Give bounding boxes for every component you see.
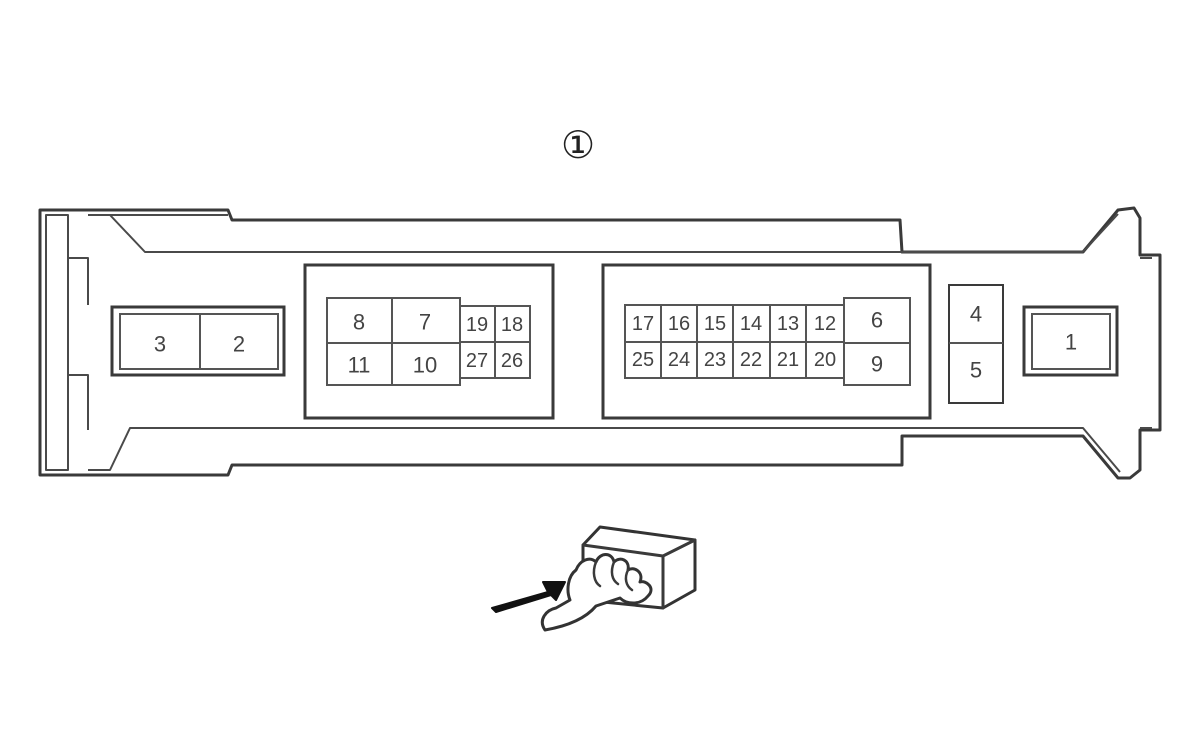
pin-22: 22 <box>740 349 762 371</box>
pin-20: 20 <box>814 349 836 371</box>
housing-left-rail <box>68 257 89 430</box>
connector-housing <box>38 206 1162 480</box>
pin-16: 16 <box>668 313 690 335</box>
pin-10: 10 <box>413 353 437 378</box>
pin-7: 7 <box>419 310 431 335</box>
pin-3: 3 <box>154 332 166 357</box>
pin-8: 8 <box>353 310 365 335</box>
callout-number: ① <box>561 123 595 167</box>
pin-23: 23 <box>704 349 726 371</box>
pin-13: 13 <box>777 313 799 335</box>
pin-17: 17 <box>632 313 654 335</box>
pin-2: 2 <box>233 332 245 357</box>
pin-25: 25 <box>632 349 654 371</box>
pin-26: 26 <box>501 350 523 372</box>
pin-21: 21 <box>777 349 799 371</box>
housing-bottom-bevel <box>88 427 1121 473</box>
pin-24: 24 <box>668 349 690 371</box>
pin-11: 11 <box>348 353 371 378</box>
pin-6: 6 <box>871 308 883 333</box>
hand-pointing-arrow-icon <box>491 525 697 632</box>
housing-outline <box>38 206 1162 480</box>
terminal-group-2-3: 3 2 <box>110 305 286 377</box>
pin-4: 4 <box>970 302 982 327</box>
housing-top-bevel <box>88 214 1083 253</box>
pin-14: 14 <box>740 313 762 335</box>
pin-12: 12 <box>814 313 836 335</box>
pin-27: 27 <box>466 350 488 372</box>
pin-19: 19 <box>466 314 488 336</box>
pin-15: 15 <box>704 313 726 335</box>
terminal-group-1: 1 <box>1022 305 1119 377</box>
pin-9: 9 <box>871 352 883 377</box>
terminal-group-7-27: 8 7 11 10 19 18 27 26 <box>303 263 555 420</box>
housing-left-cap <box>45 214 69 471</box>
housing-right-tab <box>1082 213 1152 429</box>
pin-18: 18 <box>501 314 523 336</box>
pin-1: 1 <box>1065 330 1077 355</box>
terminal-group-4-5: 4 5 <box>948 284 1004 404</box>
terminal-group-6-25: 17 16 15 14 13 12 25 24 23 22 21 20 6 9 <box>601 263 932 420</box>
pin-5: 5 <box>970 358 982 383</box>
